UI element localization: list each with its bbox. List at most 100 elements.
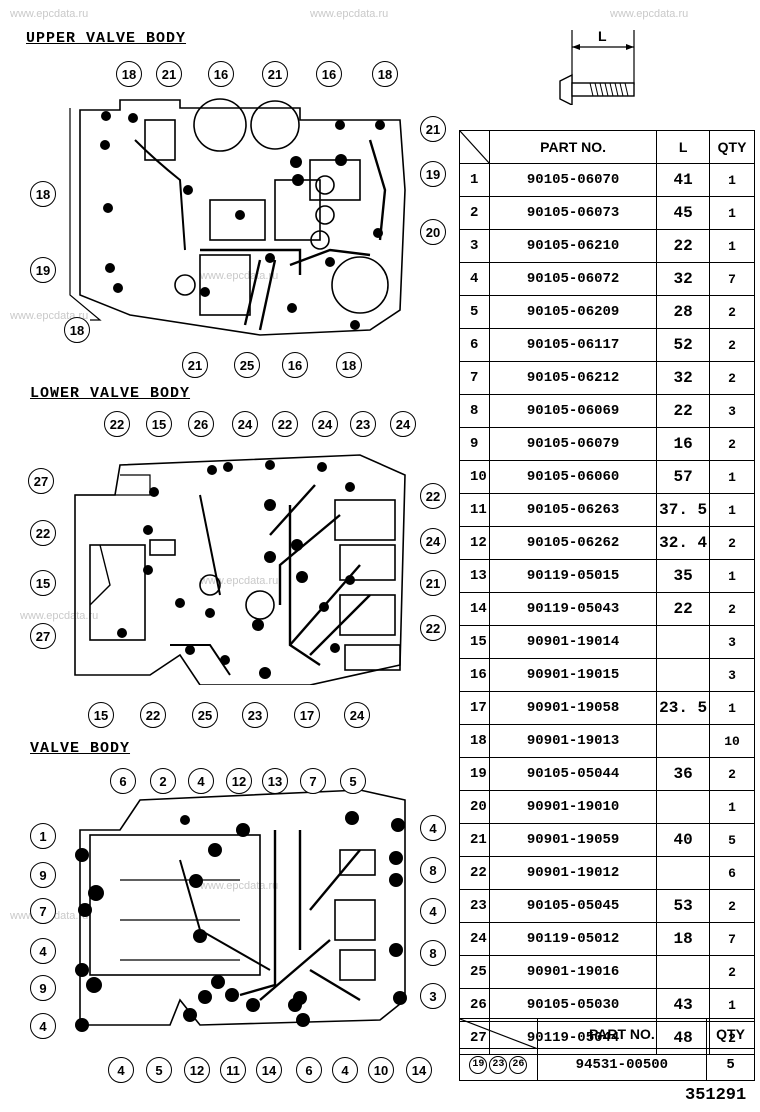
part-number: 90105-06069 xyxy=(488,394,658,428)
callout: 5 xyxy=(340,768,366,794)
row-number: 12 xyxy=(459,526,490,560)
header-blank xyxy=(459,130,490,164)
quantity: 2 xyxy=(709,361,755,395)
callout: 21 xyxy=(420,116,446,142)
callout: 14 xyxy=(256,1057,282,1083)
quantity: 1 xyxy=(709,163,755,197)
part-number: 90901-19012 xyxy=(488,856,658,890)
length: 53 xyxy=(656,889,711,923)
callout: 23 xyxy=(350,411,376,437)
row-number: 4 xyxy=(459,262,490,296)
callout: 4 xyxy=(30,938,56,964)
part-number: 90119-05015 xyxy=(488,559,658,593)
watermark: www.epcdata.ru xyxy=(310,8,389,20)
part-number: 90105-06070 xyxy=(488,163,658,197)
lower-valve-body-drawing xyxy=(74,454,406,685)
row-number: 3 xyxy=(459,229,490,263)
callout: 19 xyxy=(30,257,56,283)
callout: 8 xyxy=(420,857,446,883)
callout: 22 xyxy=(30,520,56,546)
callout: 4 xyxy=(188,768,214,794)
quantity: 2 xyxy=(709,757,755,791)
callout: 3 xyxy=(420,983,446,1009)
callout: 23 xyxy=(242,702,268,728)
quantity: 2 xyxy=(709,427,755,461)
part-number: 90901-19016 xyxy=(488,955,658,989)
row-number: 5 xyxy=(459,295,490,329)
length: 32 xyxy=(656,361,711,395)
callout: 22 xyxy=(272,411,298,437)
row-number: 23 xyxy=(459,889,490,923)
length: 36 xyxy=(656,757,711,791)
callout: 8 xyxy=(420,940,446,966)
quantity: 2 xyxy=(709,592,755,626)
callout: 18 xyxy=(336,352,362,378)
length: 23. 5 xyxy=(656,691,711,725)
kit-header-part-no: PART NO. xyxy=(536,1018,708,1049)
callout: 24 xyxy=(312,411,338,437)
quantity: 1 xyxy=(709,460,755,494)
callout: 22 xyxy=(420,615,446,641)
callout: 21 xyxy=(156,61,182,87)
quantity: 1 xyxy=(709,691,755,725)
callout: 7 xyxy=(300,768,326,794)
callout: 13 xyxy=(262,768,288,794)
part-number: 90901-19010 xyxy=(488,790,658,824)
callout: 5 xyxy=(146,1057,172,1083)
callout: 9 xyxy=(30,975,56,1001)
part-number: 90119-05043 xyxy=(488,592,658,626)
row-number: 15 xyxy=(459,625,490,659)
row-number: 7 xyxy=(459,361,490,395)
length: 57 xyxy=(656,460,711,494)
quantity: 1 xyxy=(709,493,755,527)
length: 41 xyxy=(656,163,711,197)
callout: 4 xyxy=(420,815,446,841)
callout: 15 xyxy=(146,411,172,437)
kit-qty: 5 xyxy=(706,1048,755,1081)
callout: 4 xyxy=(332,1057,358,1083)
callout: 12 xyxy=(184,1057,210,1083)
row-number: 18 xyxy=(459,724,490,758)
callout: 24 xyxy=(390,411,416,437)
table-header-row: PART NO. L QTY xyxy=(459,130,755,164)
quantity: 2 xyxy=(709,328,755,362)
part-number: 90105-06210 xyxy=(488,229,658,263)
row-number: 10 xyxy=(459,460,490,494)
quantity: 2 xyxy=(709,889,755,923)
quantity: 1 xyxy=(709,790,755,824)
length: 40 xyxy=(656,823,711,857)
quantity: 6 xyxy=(709,856,755,890)
callout: 1 xyxy=(30,823,56,849)
row-number: 22 xyxy=(459,856,490,890)
length xyxy=(656,658,711,692)
length xyxy=(656,724,711,758)
kit-header-blank xyxy=(459,1018,538,1049)
callout: 18 xyxy=(372,61,398,87)
quantity: 7 xyxy=(709,922,755,956)
row-number: 6 xyxy=(459,328,490,362)
callout: 4 xyxy=(30,1013,56,1039)
row-number: 13 xyxy=(459,559,490,593)
part-number: 90901-19014 xyxy=(488,625,658,659)
row-number: 17 xyxy=(459,691,490,725)
length: 18 xyxy=(656,922,711,956)
part-number: 90105-06209 xyxy=(488,295,658,329)
callout: 4 xyxy=(420,898,446,924)
callout: 4 xyxy=(108,1057,134,1083)
callout: 25 xyxy=(192,702,218,728)
part-number: 90105-06212 xyxy=(488,361,658,395)
callout: 6 xyxy=(296,1057,322,1083)
callout: 16 xyxy=(208,61,234,87)
header-part-no: PART NO. xyxy=(488,130,658,164)
part-number: 90119-05012 xyxy=(488,922,658,956)
quantity: 3 xyxy=(709,625,755,659)
part-number: 90105-05030 xyxy=(488,988,658,1022)
